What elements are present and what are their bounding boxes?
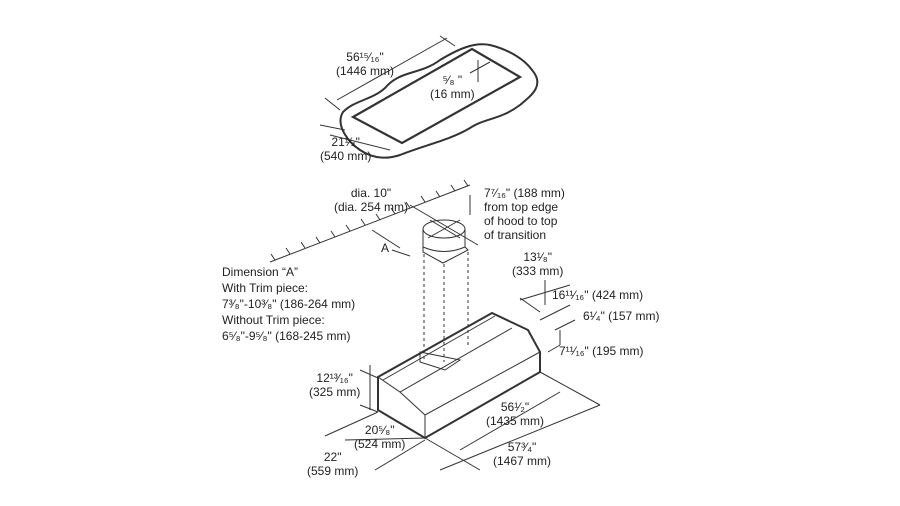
countertop-edge-mm: (16 mm) — [430, 87, 475, 101]
transition-note-line: from top edge — [484, 200, 559, 214]
inner-depth-label: 20⁵⁄₈" (524 mm) — [354, 423, 405, 451]
transition-note-line: 7⁷⁄₁₆" (188 mm) — [484, 186, 565, 200]
dimension-a-marker: A — [381, 241, 390, 255]
ceiling-line — [269, 179, 471, 263]
dimension-a-line: Without Trim piece: — [222, 313, 325, 327]
countertop-depth-mm: (540 mm) — [320, 149, 372, 163]
transition-note-line: of hood to top — [484, 214, 558, 228]
inner-width-label: 56¹⁄₂" (1435 mm) — [486, 400, 544, 428]
duct-diameter-mm: (dia. 254 mm) — [334, 200, 409, 214]
countertop-cutout — [319, 35, 539, 159]
inner-width-in: 56¹⁄₂" — [500, 400, 530, 414]
countertop-length-label: 56¹⁵⁄₁₆" (1446 mm) — [336, 50, 394, 78]
transition-note-line: of transition — [484, 228, 547, 242]
countertop-depth-in: 21¹⁄₄" — [331, 135, 360, 149]
countertop-length-mm: (1446 mm) — [336, 64, 395, 78]
duct-transition — [409, 195, 479, 362]
duct-diameter-label: dia. 10" (dia. 254 mm) — [334, 186, 408, 214]
outer-depth-label: 22" (559 mm) — [307, 450, 358, 478]
inner-depth-in: 20⁵⁄₈" — [364, 423, 395, 437]
outer-width-label: 57³⁄₄" (1467 mm) — [493, 440, 551, 468]
dimension-a-note: Dimension “A” With Trim piece: 7³⁄₈"-10³… — [222, 264, 355, 344]
dimension-a-line: With Trim piece: — [222, 281, 309, 295]
dimension-a-line: 7³⁄₈"-10³⁄₈" (186-264 mm) — [222, 297, 356, 311]
lower-height-label: 7¹¹⁄₁₆" (195 mm) — [559, 344, 644, 358]
duct-offset-label: 13¹⁄₈" (333 mm) — [512, 250, 563, 278]
total-height-mm: (325 mm) — [309, 385, 361, 399]
duct-diameter-in: dia. 10" — [350, 186, 392, 200]
total-height-label: 12¹³⁄₁₆" (325 mm) — [309, 371, 360, 399]
dimension-a-line: Dimension “A” — [222, 265, 299, 279]
range-hood — [324, 280, 601, 471]
total-height-in: 12¹³⁄₁₆" — [316, 371, 353, 385]
countertop-length-in: 56¹⁵⁄₁₆" — [346, 50, 384, 64]
outer-depth-in: 22" — [323, 450, 342, 464]
inner-width-mm: (1435 mm) — [486, 414, 545, 428]
inner-depth-mm: (524 mm) — [354, 437, 406, 451]
upper-height-label: 6¹⁄₄" (157 mm) — [583, 309, 660, 323]
countertop-edge-label: ⁵⁄₈ " (16 mm) — [430, 73, 475, 101]
top-depth-label: 16¹¹⁄₁₆" (424 mm) — [552, 288, 644, 302]
duct-offset-mm: (333 mm) — [512, 264, 564, 278]
transition-note: 7⁷⁄₁₆" (188 mm) from top edge of hood to… — [484, 186, 565, 242]
outer-width-mm: (1467 mm) — [493, 454, 552, 468]
countertop-depth-label: 21¹⁄₄" (540 mm) — [320, 135, 371, 163]
dimension-a-line: 6⁵⁄₈"-9⁵⁄₈" (168-245 mm) — [222, 329, 351, 343]
outer-width-in: 57³⁄₄" — [507, 440, 537, 454]
countertop-edge-in: ⁵⁄₈ " — [442, 73, 463, 87]
outer-depth-mm: (559 mm) — [307, 464, 359, 478]
duct-offset-in: 13¹⁄₈" — [523, 250, 552, 264]
